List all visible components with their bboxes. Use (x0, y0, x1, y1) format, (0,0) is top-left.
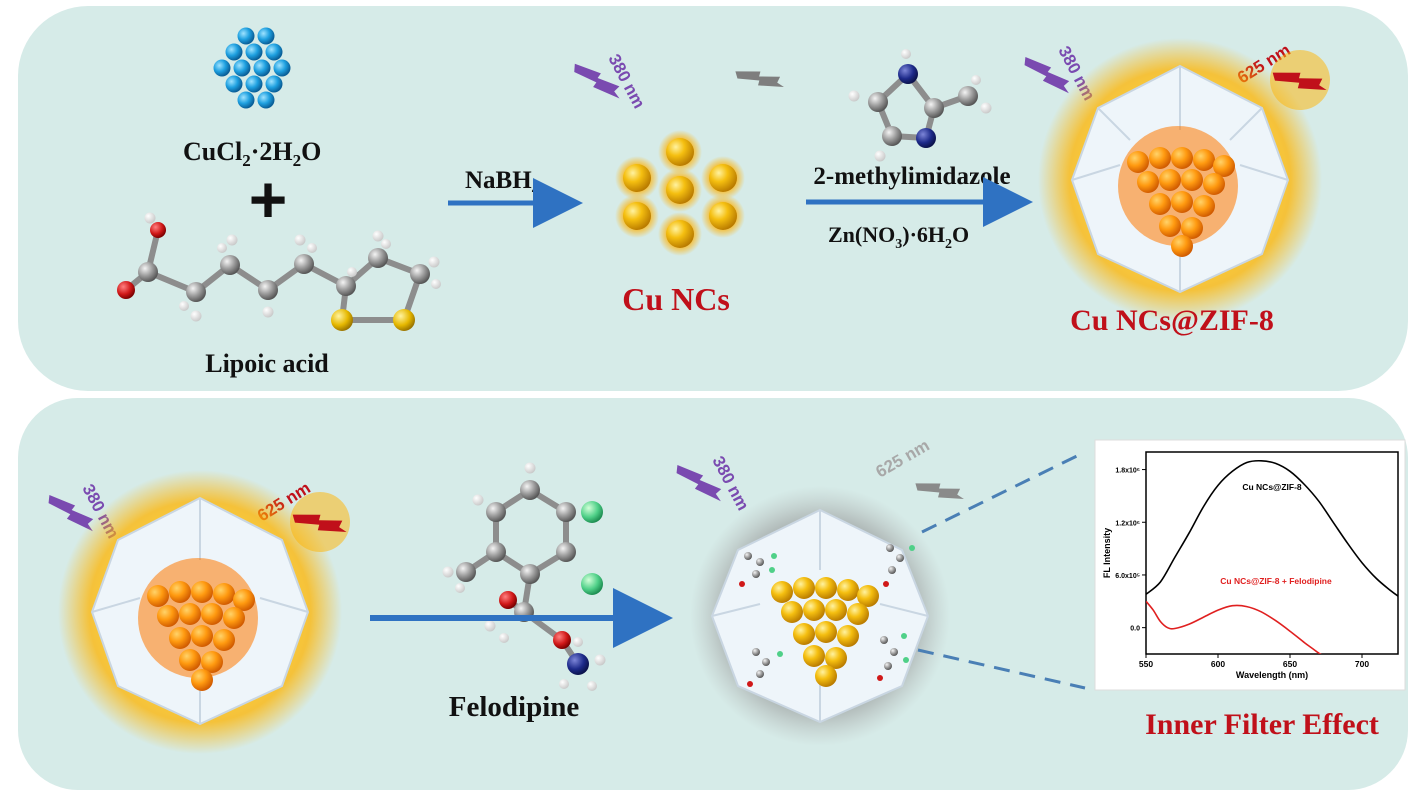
red-emission-lightning-icon-2 (290, 492, 350, 553)
chart-frame (1094, 439, 1406, 691)
chart-y-tick-label-0: 1.8x10⁶ (1115, 468, 1140, 475)
felodipine-label: Felodipine (449, 691, 580, 723)
cu-ncs-label: Cu NCs (622, 281, 730, 317)
cucl2-label: CuCl2·2H2O (183, 137, 321, 170)
chart-y-tick-label-3: 0.0 (1130, 626, 1140, 633)
copper-ion-lattice-icon (213, 27, 291, 109)
cu-ncs-zif8-label: Cu NCs@ZIF-8 (1070, 304, 1274, 337)
chart-series-line-2 (1146, 600, 1322, 654)
chart-x-axis-label: Wavelength (nm) (1236, 670, 1308, 680)
chart-plot-area (1145, 451, 1399, 655)
chart-y-axis-label: FL Intensity (1102, 528, 1112, 578)
inner-filter-effect-label: Inner Filter Effect (1145, 708, 1379, 741)
zif8-glowing-polyhedron-icon (1038, 38, 1330, 322)
cu-nanocluster-core-3 (771, 577, 879, 687)
methylimidazole-molecule-icon (848, 49, 992, 162)
red-emission-lightning-icon (1270, 50, 1330, 111)
cu-nanocluster-core-1 (1127, 147, 1235, 257)
chart-x-tick-label-0: 550 (1139, 659, 1153, 669)
chart-legend-series-2: Cu NCs@ZIF-8 + Felodipine (1220, 576, 1332, 586)
chart-x-tick-label-3: 700 (1355, 659, 1369, 669)
zoom-connector-bottom (917, 648, 1086, 690)
fluorescence-chart: 550 600 650 700 1.8x10⁶ 1.2x10⁶ 6.0x10⁵ 0.0 FL … (1094, 439, 1406, 691)
felodipine-molecule-icon (442, 462, 606, 691)
zoom-connector-top (921, 450, 1086, 534)
cu-nanocluster-icon (615, 130, 745, 256)
chart-x-tick-label-2: 650 (1283, 659, 1297, 669)
plus-sign: + (249, 162, 288, 236)
chart-legend-series-1: Cu NCs@ZIF-8 (1242, 482, 1302, 492)
quenched-zif8-polyhedron-icon (690, 486, 950, 746)
zif8-glowing-polyhedron-icon-2 (58, 470, 350, 754)
chart-series-line-1 (1146, 459, 1398, 597)
zinc-nitrate-label: Zn(NO3)·6H2O (828, 222, 969, 252)
lipoic-acid-label: Lipoic acid (205, 349, 329, 378)
chart-y-tick-label-1: 1.2x10⁶ (1115, 520, 1140, 527)
chart-y-tick-label-2: 6.0x10⁵ (1115, 573, 1140, 580)
methylimidazole-label: 2-methylimidazole (813, 163, 1010, 190)
nabh4-label: NaBH4 (465, 167, 540, 198)
cu-nanocluster-core-2 (147, 581, 255, 691)
adsorbed-felodipine-icon (739, 544, 915, 687)
lipoic-acid-molecule-icon (117, 212, 441, 331)
chart-x-tick-label-1: 600 (1211, 659, 1225, 669)
